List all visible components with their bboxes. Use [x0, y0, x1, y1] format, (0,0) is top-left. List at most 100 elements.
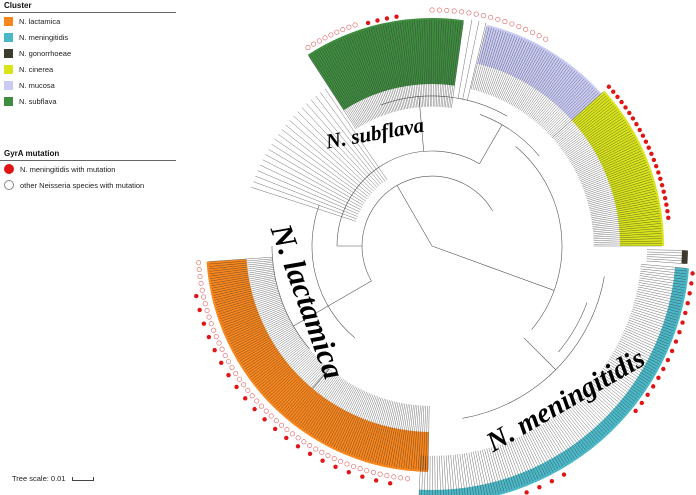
mutation-marker — [391, 474, 397, 480]
tree-leaf — [227, 310, 286, 338]
tree-leaf — [619, 340, 661, 362]
tree-leaf — [385, 24, 404, 110]
tree-leaf — [423, 405, 426, 470]
tree-leaf — [522, 58, 560, 113]
mutation-marker — [313, 446, 319, 452]
tree-leaf — [343, 37, 378, 118]
tree-leaf — [367, 399, 387, 461]
tree-leaf — [561, 410, 591, 448]
tree-leaf — [212, 277, 276, 291]
mutation-marker — [194, 293, 199, 299]
tree-leaf — [568, 121, 626, 160]
tree-leaf — [265, 353, 314, 397]
mutation-marker — [509, 21, 515, 27]
tree-leaf — [557, 413, 587, 451]
tree-leaf — [566, 406, 597, 443]
tree-leaf — [510, 48, 543, 105]
tree-leaf — [286, 367, 329, 417]
tree-leaf — [588, 188, 655, 206]
tree-leaf — [513, 50, 547, 107]
mutation-marker — [661, 189, 666, 194]
tree-leaf — [289, 120, 373, 194]
tree-leaf — [399, 22, 413, 109]
tree-leaf — [424, 20, 428, 107]
tree-leaf — [637, 288, 683, 299]
tree-leaf — [290, 369, 332, 420]
tree-leaf — [208, 260, 273, 267]
mutation-marker — [495, 16, 501, 22]
tree-leaf — [221, 301, 282, 324]
mutation-marker — [201, 294, 207, 300]
tree-leaf — [464, 453, 471, 495]
tree-leaf — [594, 378, 631, 409]
tree-leaf — [230, 315, 289, 344]
mutation-marker — [346, 469, 351, 475]
tree-leaf — [285, 124, 371, 196]
mutation-legend-label: N. meningitidis with mutation — [20, 164, 116, 174]
tree-leaf — [269, 355, 316, 400]
tree-leaf — [636, 293, 682, 305]
tree-leaf — [233, 320, 291, 351]
mutation-marker — [523, 26, 529, 32]
tree-leaf — [446, 21, 457, 108]
mutation-marker — [384, 16, 390, 21]
tree-leaf — [298, 374, 337, 426]
tree-leaf — [301, 107, 378, 188]
tree-leaf — [441, 455, 444, 495]
tree-leaf — [586, 176, 652, 198]
tree-leaf — [535, 72, 577, 122]
tree-leaf — [461, 453, 469, 495]
mutation-marker — [370, 470, 376, 476]
cluster-legend-label: N. subflava — [19, 96, 57, 106]
tree-leaf — [315, 95, 384, 183]
tree-leaf — [323, 47, 366, 124]
mutation-marker — [516, 24, 522, 30]
tree-leaf — [473, 451, 483, 495]
tree-branch — [293, 305, 329, 327]
tree-leaf — [457, 19, 473, 99]
mutation-marker — [405, 476, 411, 482]
tree-leaf — [632, 306, 678, 321]
tree-leaf — [331, 388, 361, 447]
tree-leaf — [525, 61, 564, 115]
mutation-marker — [212, 347, 217, 353]
cluster-legend-item: N. mucosa — [0, 77, 176, 93]
tree-leaf — [646, 260, 686, 264]
clade-label-subflava: N. subflava — [323, 113, 426, 154]
tree-leaf — [565, 407, 595, 444]
mutation-marker — [645, 392, 650, 397]
tree-leaf — [223, 304, 284, 329]
tree-leaf — [615, 346, 657, 370]
tree-leaf — [310, 99, 382, 185]
tree-leaf — [409, 21, 419, 108]
tree-leaf — [450, 454, 455, 495]
tree-leaf — [264, 351, 313, 395]
tree-leaf — [582, 392, 616, 425]
tree-leaf — [211, 276, 275, 289]
tree-leaf — [556, 414, 584, 453]
tree-leaf — [610, 356, 650, 382]
tree-leaf — [592, 223, 661, 231]
tree-leaf — [209, 262, 273, 270]
tree-leaf — [538, 426, 563, 467]
tree-leaf — [324, 386, 356, 443]
tree-leaf — [363, 398, 384, 460]
mutation-legend-item: N. meningitidis with mutation — [0, 161, 176, 177]
tree-leaf — [518, 436, 539, 480]
tree-leaf — [379, 401, 395, 464]
tree-leaf — [284, 366, 328, 416]
mutation-legend: GyrA mutation N. meningitidis with mutat… — [0, 148, 176, 193]
mutation-marker — [683, 310, 688, 316]
tree-leaf — [283, 365, 326, 414]
tree-leaf — [393, 403, 406, 467]
mutation-marker — [198, 280, 204, 286]
tree-leaf — [514, 438, 534, 482]
tree-leaf — [529, 431, 551, 473]
tree-leaf — [546, 421, 573, 461]
tree-branch — [523, 337, 556, 370]
tree-leaf — [526, 432, 549, 475]
tree-leaf — [247, 336, 301, 374]
tree-leaf — [386, 402, 400, 466]
tree-leaf — [390, 23, 407, 110]
